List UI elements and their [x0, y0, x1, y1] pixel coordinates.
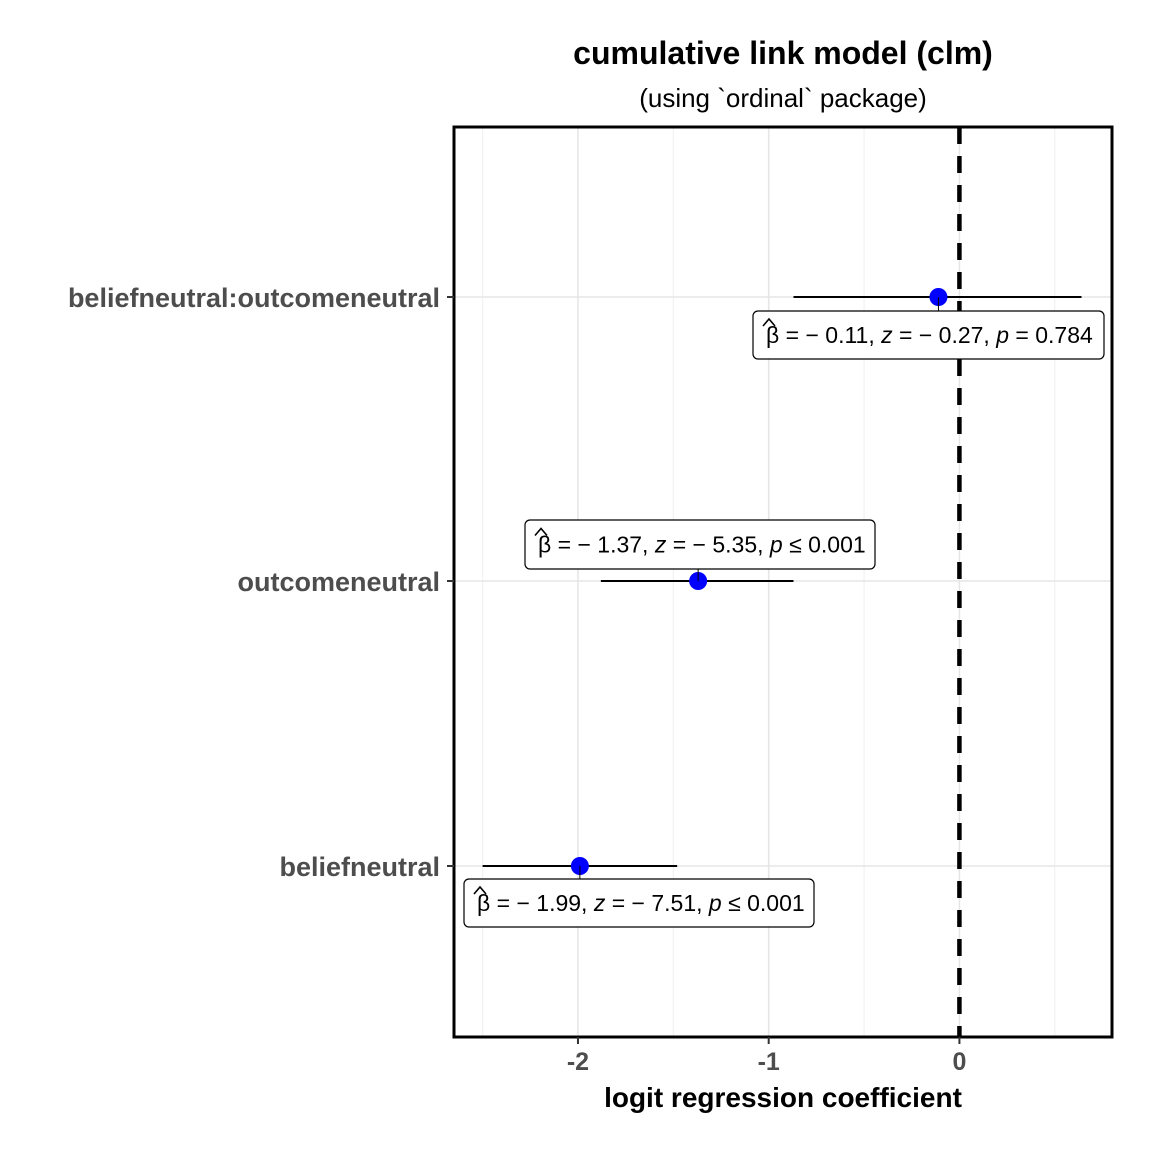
label-box — [752, 310, 1105, 360]
label-text-part: = — [893, 322, 919, 348]
label-text-part: = — [1009, 322, 1035, 348]
annotation-label: β = − 1.37, z = − 5.35, p ≤ 0.001 — [524, 519, 876, 581]
label-text-part: p — [764, 532, 783, 558]
x-axis-label: logit regression coefficient — [604, 1082, 962, 1113]
y-tick-label: outcomeneutral — [237, 567, 440, 597]
label-text-part: = — [490, 890, 516, 916]
annotation-label: β = − 1.99, z = − 7.51, p ≤ 0.001 — [463, 866, 815, 928]
label-text-part: 0.001 — [747, 890, 805, 916]
annotation-label: β = − 0.11, z = − 0.27, p = 0.784 — [752, 297, 1105, 360]
beta-hat-icon — [473, 885, 487, 895]
label-text-part: 0.001 — [808, 532, 866, 558]
label-text: β = − 1.99, z = − 7.51, p ≤ 0.001 — [477, 890, 805, 916]
label-text-part: − 0.27, — [919, 322, 990, 348]
label-text-part: − 1.37, — [577, 532, 648, 558]
y-axis: beliefneutral:outcomeneutral outcomeneutr… — [68, 283, 454, 882]
x-tick-label: -2 — [567, 1048, 589, 1076]
label-text-part: − 7.51, — [632, 890, 703, 916]
label-text-part: − 1.99, — [516, 890, 587, 916]
x-tick-label: -1 — [758, 1048, 780, 1076]
label-text-part: = — [779, 322, 805, 348]
beta-hat-icon — [762, 317, 776, 327]
label-text-part: ≤ — [722, 890, 747, 916]
label-text-part: = — [551, 532, 577, 558]
label-text-part: z — [875, 322, 893, 348]
label-text-part: = — [605, 890, 631, 916]
y-tick-label: beliefneutral — [279, 852, 440, 882]
label-box — [463, 878, 815, 928]
label-text-part: β — [538, 532, 551, 558]
label-text: β = − 1.37, z = − 5.35, p ≤ 0.001 — [538, 532, 866, 558]
x-axis: -2 -1 0 — [567, 1037, 966, 1076]
label-text-part: p — [990, 322, 1009, 348]
label-text-part: β — [766, 322, 779, 348]
chart-title: cumulative link model (clm) — [573, 35, 993, 71]
x-tick-label: 0 — [952, 1048, 966, 1076]
label-text-part: − 0.11, — [805, 322, 874, 348]
label-text-part: ≤ — [783, 532, 808, 558]
beta-hat-icon — [534, 527, 548, 537]
chart-subtitle: (using `ordinal` package) — [639, 83, 927, 113]
label-text-part: p — [703, 890, 722, 916]
label-box — [524, 519, 876, 570]
y-tick-label: beliefneutral:outcomeneutral — [68, 283, 440, 313]
label-text-part: = — [666, 532, 692, 558]
label-text-part: z — [587, 890, 605, 916]
label-text-part: 0.784 — [1035, 322, 1093, 348]
label-text-part: β — [477, 890, 490, 916]
label-text-part: z — [648, 532, 666, 558]
label-text-part: − 5.35, — [693, 532, 764, 558]
label-text: β = − 0.11, z = − 0.27, p = 0.784 — [766, 322, 1093, 348]
